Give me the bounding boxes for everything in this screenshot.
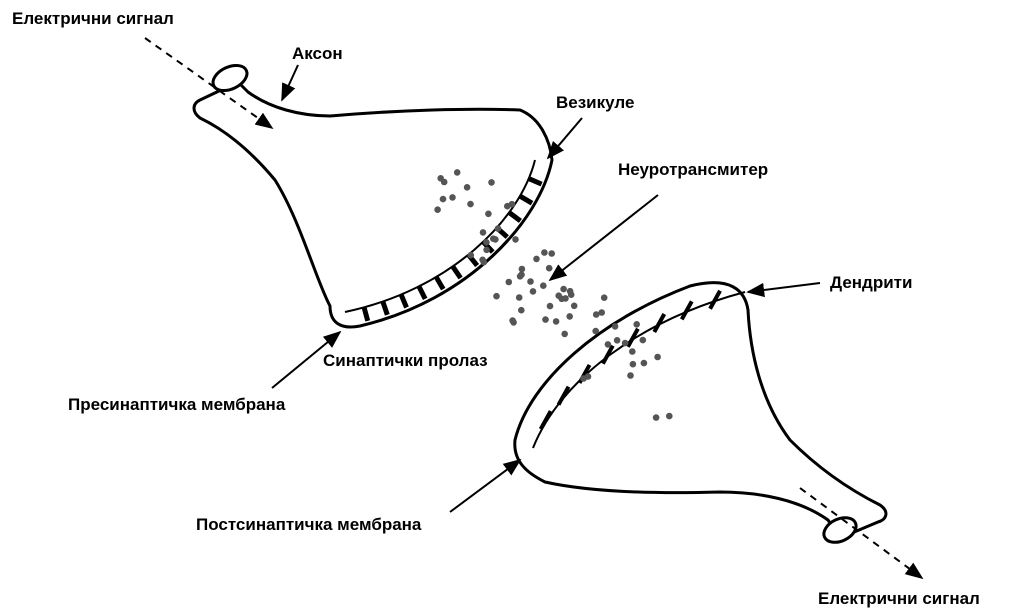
presynaptic-bulb-outline bbox=[194, 82, 552, 327]
presynaptic-membrane-label: Пресинаптичка мембрана bbox=[68, 395, 286, 414]
neurotransmitter-dot bbox=[627, 372, 634, 379]
neurotransmitter-dot bbox=[542, 316, 549, 323]
presynaptic-terminal bbox=[194, 60, 552, 327]
neurotransmitter-dot bbox=[468, 252, 475, 259]
axon-label: Аксон bbox=[292, 44, 343, 63]
neurotransmitter-dot bbox=[566, 313, 573, 320]
neurotransmitter-dot bbox=[541, 249, 548, 256]
neurotransmitter-dot bbox=[547, 303, 554, 310]
neurotransmitter-label: Неуротрансмитер bbox=[618, 160, 768, 179]
neurotransmitter-dot bbox=[592, 328, 599, 335]
neurotransmitter-dot bbox=[540, 282, 547, 289]
signal-in-label: Електрични сигнал bbox=[12, 9, 174, 28]
vesicles-label: Везикуле bbox=[556, 93, 634, 112]
vesicle-stripe bbox=[364, 307, 368, 321]
neurotransmitter-dot bbox=[533, 256, 540, 263]
neurotransmitter-dot bbox=[598, 309, 605, 316]
neurotransmitter-dot bbox=[654, 354, 661, 361]
neurotransmitter-dot bbox=[571, 303, 578, 310]
neurotransmitter-dot bbox=[434, 206, 441, 213]
neurotransmitter-dot bbox=[506, 279, 513, 286]
neurotransmitter-dot bbox=[629, 348, 636, 355]
neurotransmitter-dot bbox=[509, 201, 516, 208]
neurotransmitter-dot bbox=[640, 337, 647, 344]
neurotransmitter-dot bbox=[585, 373, 592, 380]
neurotransmitter-dot bbox=[516, 294, 523, 301]
neurotransmitter-dot bbox=[546, 265, 553, 272]
neurotransmitter-dot bbox=[479, 257, 486, 264]
neurotransmitter-dot bbox=[527, 278, 534, 285]
neurotransmitter-dot bbox=[480, 229, 487, 236]
neurotransmitter-dot bbox=[548, 250, 555, 257]
postsynaptic-terminal bbox=[515, 283, 886, 547]
neurotransmitter-dot bbox=[605, 341, 612, 348]
neurotransmitter-dot bbox=[490, 235, 497, 242]
neurotransmitter-dot bbox=[440, 196, 447, 203]
neurotransmitter-dot bbox=[614, 337, 621, 344]
neurotransmitter-dot bbox=[485, 211, 492, 218]
signal-out-label: Електрични сигнал bbox=[818, 589, 980, 608]
neurotransmitter-dot bbox=[633, 321, 640, 328]
neurotransmitter-dot bbox=[630, 361, 637, 368]
neurotransmitter-dot bbox=[495, 225, 502, 232]
axon-pointer bbox=[282, 65, 298, 100]
neurotransmitter-dot bbox=[567, 288, 574, 295]
neurotransmitter-dot bbox=[449, 194, 456, 201]
synaptic-cleft-label: Синаптички пролаз bbox=[323, 351, 488, 370]
dendrites-label: Дендрити bbox=[830, 273, 912, 292]
neurotransmitter-dot bbox=[561, 331, 568, 338]
neurotransmitter-dot bbox=[509, 317, 516, 324]
neurotransmitter-dot bbox=[562, 295, 569, 302]
neurotransmitter-dot bbox=[653, 414, 660, 421]
neurotransmitter-dot bbox=[553, 318, 560, 325]
neurotransmitter-dot bbox=[519, 266, 526, 273]
postsynaptic-membrane-label: Постсинаптичка мембрана bbox=[196, 515, 422, 534]
postsynaptic-membrane-pointer bbox=[450, 460, 520, 512]
neurotransmitter-dot bbox=[518, 271, 525, 278]
neurotransmitter-dot bbox=[483, 247, 490, 254]
neurotransmitter-dot bbox=[601, 294, 608, 301]
neurotransmitter-dot bbox=[641, 360, 648, 367]
neurotransmitter-dot bbox=[464, 184, 471, 191]
neurotransmitter-dot bbox=[666, 413, 673, 420]
neurotransmitter-pointer bbox=[550, 195, 658, 280]
neurotransmitter-dot bbox=[530, 288, 537, 295]
neurotransmitter-dot bbox=[612, 323, 619, 330]
neurotransmitter-dot bbox=[512, 236, 519, 243]
dendrites-pointer bbox=[748, 283, 820, 292]
postsynaptic-bulb-outline bbox=[515, 283, 886, 538]
neurotransmitter-dot bbox=[437, 175, 444, 182]
neurotransmitter-dot bbox=[483, 239, 490, 246]
neurotransmitter-dot bbox=[493, 293, 500, 300]
neurotransmitter-dot bbox=[518, 307, 525, 314]
neurotransmitter-dot bbox=[467, 201, 474, 208]
neurotransmitter-dot bbox=[488, 179, 495, 186]
neurotransmitter-dot bbox=[560, 286, 567, 293]
neurotransmitter-dot bbox=[622, 340, 629, 347]
neurotransmitter-dot bbox=[454, 169, 461, 176]
vesicles-pointer bbox=[548, 118, 582, 158]
